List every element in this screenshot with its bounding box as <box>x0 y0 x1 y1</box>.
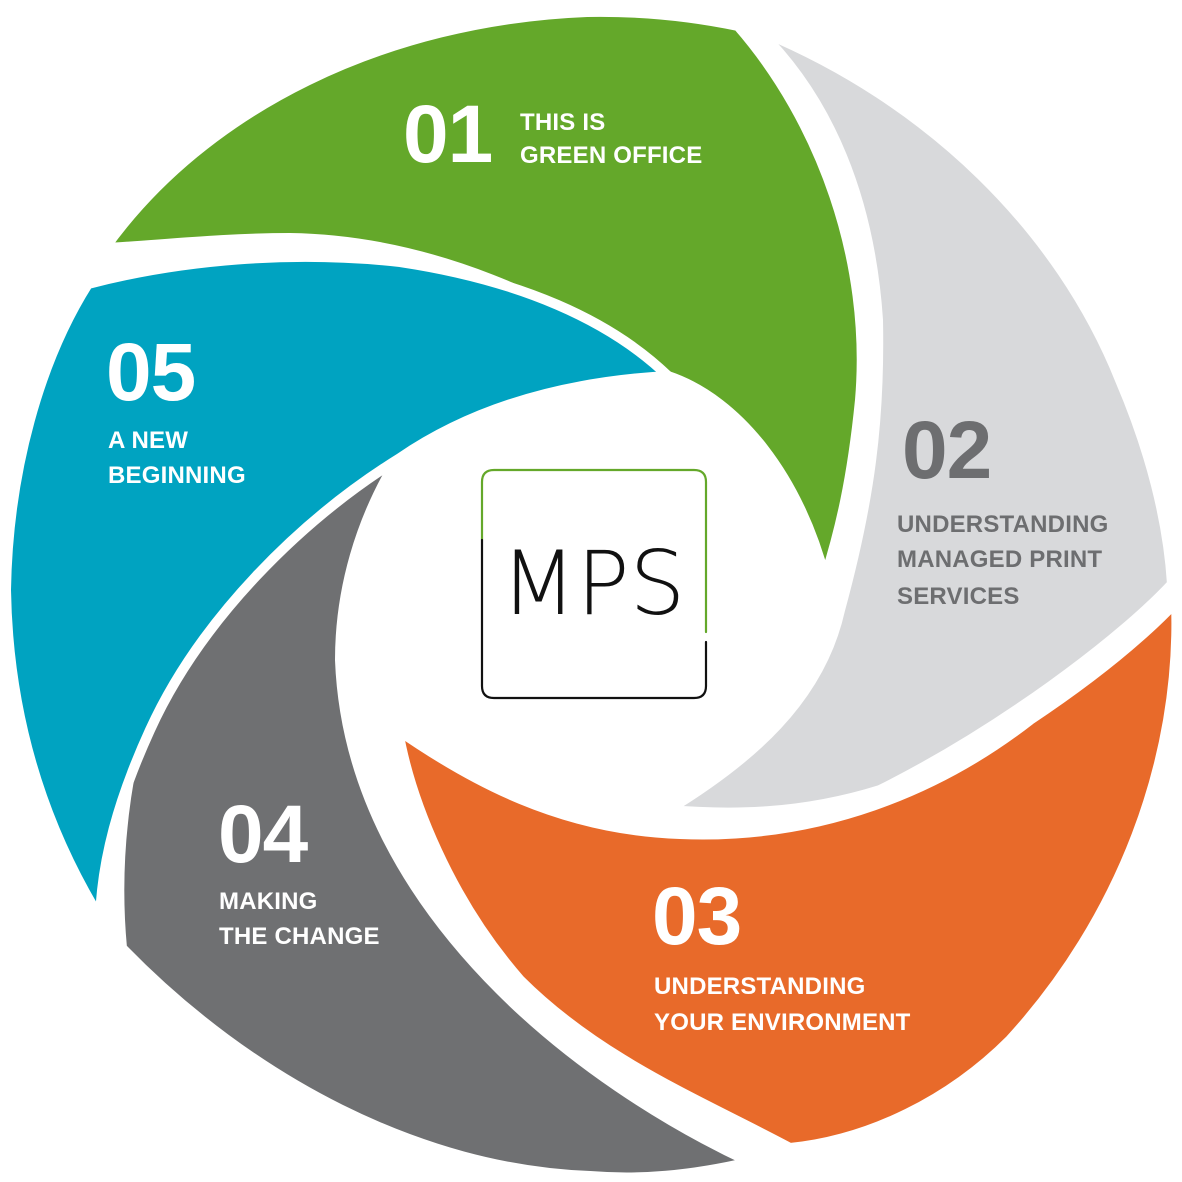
segment-05-label-line-1: A NEW <box>108 427 188 454</box>
segment-01-label-line-1: THIS IS <box>520 109 605 136</box>
segment-03-shape <box>393 597 1182 1153</box>
segment-02-label-line-3: SERVICES <box>897 583 1020 610</box>
segment-03-label-line-1: UNDERSTANDING <box>654 973 866 1000</box>
segment-03: 03 UNDERSTANDING YOUR ENVIRONMENT <box>393 597 1182 1153</box>
logo-frame <box>480 538 708 700</box>
segment-05: 05 A NEW BEGINNING <box>1 251 673 923</box>
segment-01: 01 THIS IS GREEN OFFICE <box>100 6 867 583</box>
mps-logo: MPS <box>480 468 708 700</box>
segment-02: 02 UNDERSTANDING MANAGED PRINT SERVICES <box>663 25 1177 818</box>
segment-01-label-line-2: GREEN OFFICE <box>520 142 702 169</box>
segment-01-number: 01 <box>403 89 492 180</box>
logo-frame-accent <box>480 468 708 634</box>
segment-01-shape <box>100 6 867 583</box>
segment-05-shape <box>1 251 673 923</box>
segment-03-label-line-2: YOUR ENVIRONMENT <box>654 1009 911 1036</box>
segment-02-number: 02 <box>902 405 991 496</box>
segment-04-number: 04 <box>218 789 309 880</box>
segment-04-label-line-2: THE CHANGE <box>219 923 380 950</box>
segment-05-label-line-2: BEGINNING <box>108 462 246 489</box>
segment-02-label-line-2: MANAGED PRINT <box>897 546 1102 573</box>
segment-05-number: 05 <box>106 327 195 418</box>
segment-02-label-line-1: UNDERSTANDING <box>897 511 1109 538</box>
segment-02-shape <box>663 25 1177 818</box>
logo-text: MPS <box>501 532 686 635</box>
segment-04-label-line-1: MAKING <box>219 888 318 915</box>
segment-03-number: 03 <box>652 871 741 962</box>
